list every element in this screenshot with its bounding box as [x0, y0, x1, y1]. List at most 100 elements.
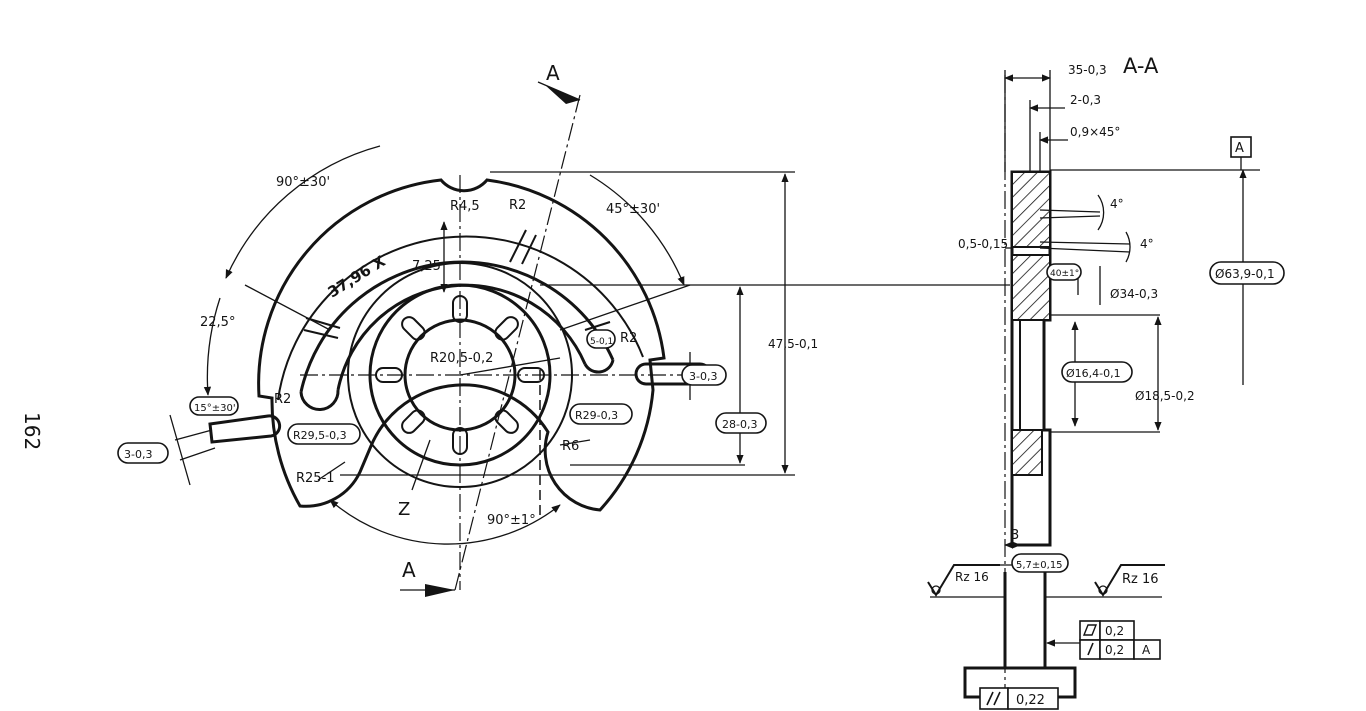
svg-text:3-0,3: 3-0,3 [124, 448, 152, 461]
angle-line-2 [1039, 215, 1101, 219]
detail-base [963, 666, 1077, 699]
dim-3-left-line-1 [174, 429, 213, 441]
svg-text:0,2: 0,2 [1105, 643, 1124, 657]
dim-0-5-label: 0,5-0,15 [958, 237, 1008, 251]
angle-line-1 [1039, 209, 1101, 213]
svg-text:0,22: 0,22 [1016, 693, 1045, 708]
svg-text:28-0,3: 28-0,3 [722, 418, 757, 431]
slot-bar-top-2 [521, 234, 537, 265]
slot-right-end [583, 359, 615, 374]
svg-text:3-0,3: 3-0,3 [689, 370, 717, 383]
svg-text:15°±30': 15°±30' [194, 403, 236, 414]
radius-25-label: R25-1 [296, 471, 335, 486]
section-mark-bottom: A [402, 558, 416, 582]
parallelism-frame: 0,22 [979, 687, 1059, 710]
angle-bottom-label: 90°±1° [487, 513, 536, 528]
hub-bore [403, 318, 517, 432]
svg-text:Ø16,4-0,1: Ø16,4-0,1 [1066, 367, 1121, 380]
radius-29-box: R29-0,3 [569, 403, 633, 425]
leader-22 [244, 284, 331, 331]
right-slot-radius-label: R2 [620, 331, 637, 346]
svg-text:A: A [1142, 643, 1151, 657]
angle-line-4 [1039, 247, 1131, 253]
leader-r6 [559, 439, 591, 446]
notch-radius-label: R4,5 [450, 199, 480, 214]
angle-arc-1 [1097, 194, 1105, 231]
page-number: 162 [20, 412, 44, 450]
dim-2-label: 2-0,3 [1070, 93, 1101, 107]
dia-18-label: Ø18,5-0,2 [1135, 389, 1195, 403]
view-z-label: Z [398, 499, 410, 520]
left-pin-width-box: 3-0,3 [117, 442, 169, 464]
front-view [169, 81, 1010, 597]
slot-bar-left-2 [303, 329, 339, 339]
svg-text:R29-0,3: R29-0,3 [575, 409, 618, 422]
dia-63-box: Ø63,9-0,1 [1209, 261, 1285, 285]
top-slot-radius-label: R2 [509, 198, 526, 213]
slot-bar-top [509, 229, 527, 263]
section-line-a [454, 94, 581, 591]
dim-arc-45 [589, 174, 685, 286]
dim-3-left-line-2 [179, 447, 216, 461]
dim-arc-90-bottom [329, 499, 561, 545]
angle-right-label: 45°±30' [606, 202, 660, 217]
section-arrow-top [545, 85, 580, 104]
hub-ring [368, 283, 552, 467]
pitch-label: 37,96 X [325, 252, 389, 302]
section-hatch-bottom [1011, 429, 1043, 476]
angle-arc-2 [1125, 231, 1131, 263]
section-arrow-top-line [537, 81, 581, 101]
roughness-circle-right [1098, 585, 1108, 595]
svg-text:5-0,1: 5-0,1 [590, 337, 613, 347]
dim-47-5-label: 47,5-0,1 [768, 337, 818, 351]
radius-6-label: R6 [562, 439, 579, 454]
angle-top-label: 90°±30' [276, 175, 330, 190]
section-view [927, 70, 1260, 700]
svg-text:5,7±0,15: 5,7±0,15 [1016, 560, 1063, 571]
flatness-frame: 0,2 [1079, 620, 1135, 641]
chamfer-label: 0,9×45° [1070, 125, 1120, 139]
svg-text:R29,5-0,3: R29,5-0,3 [293, 429, 347, 442]
right-slot-width-box: 5-0,1 [586, 329, 616, 349]
left-pin [208, 414, 282, 444]
radius-29-5-box: R29,5-0,3 [287, 423, 361, 445]
left-slot-radius-label: R2 [274, 392, 291, 407]
svg-text:A: A [1235, 141, 1244, 156]
leader-z [411, 439, 431, 491]
slot-bar-right [584, 321, 611, 331]
roughness-left-label: Rz 16 [955, 570, 989, 584]
dim-arc-90-top [225, 145, 381, 279]
leader-45 [559, 284, 691, 331]
hub-ring-outer [347, 262, 573, 488]
slot-left-end [299, 389, 340, 412]
perpendicularity-frame: 0,2 A [1079, 639, 1161, 660]
angle-4a-label: 4° [1110, 197, 1124, 211]
section-hatch-mid [1011, 254, 1051, 321]
dim-arc-22 [203, 297, 221, 396]
slot-angle-line [169, 414, 191, 486]
roughness-right-label: Rz 16 [1122, 572, 1159, 587]
leader-r25 [317, 461, 346, 481]
small-angle-box: 40±1° [1046, 263, 1082, 281]
outer-plate-outline [257, 178, 666, 512]
leader-r20 [459, 357, 561, 376]
hub-slots [375, 295, 545, 455]
angle-line-3 [1039, 241, 1131, 245]
dia-34-label: Ø34-0,3 [1110, 287, 1158, 301]
dim-35-label: 35-0,3 [1068, 63, 1107, 77]
dim-3-label: 3 [1011, 528, 1019, 543]
angle-left-label: 22,5° [200, 315, 235, 330]
center-radius-label: R20,5-0,2 [430, 351, 493, 366]
svg-text:40±1°: 40±1° [1050, 269, 1079, 279]
angle-4b-label: 4° [1140, 237, 1154, 251]
gap-label: 7,25 [412, 259, 441, 274]
dim-28-box: 28-0,3 [715, 412, 767, 434]
roughness-circle-left [931, 585, 941, 595]
section-title: A-A [1123, 54, 1159, 78]
svg-text:0,2: 0,2 [1105, 624, 1124, 638]
dia-16-box: Ø16,4-0,1 [1061, 361, 1133, 383]
section-mark-top: A [546, 61, 560, 85]
datum-a-box: A [1230, 136, 1252, 158]
detail-stem [1003, 572, 1047, 668]
